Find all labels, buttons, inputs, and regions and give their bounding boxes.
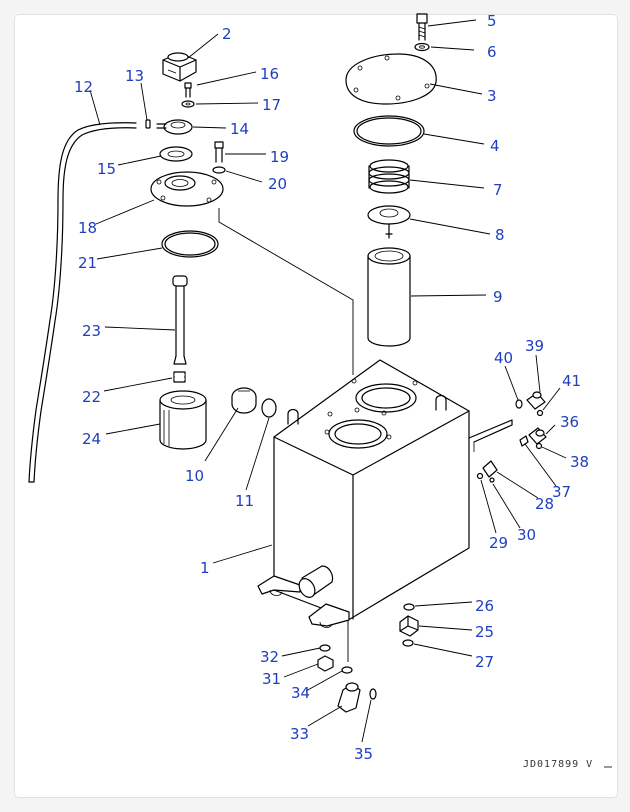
part-1-tank: [257, 359, 513, 628]
callout-18: 18: [78, 219, 97, 237]
callout-36: 36: [560, 413, 579, 431]
part-19-bolt: [214, 141, 224, 163]
part-17-washer: [181, 100, 195, 108]
part-20-washer: [212, 166, 226, 174]
part-41-o-ring: [536, 409, 544, 417]
callout-21: 21: [78, 254, 97, 272]
part-6-washer: [414, 42, 430, 52]
callout-32: 32: [260, 648, 279, 666]
callout-37: 37: [552, 483, 571, 501]
part-15-gasket: [159, 146, 193, 162]
part-37-connector: [519, 435, 529, 447]
callout-11: 11: [235, 492, 254, 510]
callout-41: 41: [562, 372, 581, 390]
part-40-fitting: [515, 399, 523, 409]
callout-20: 20: [268, 175, 287, 193]
callout-17: 17: [262, 96, 281, 114]
callout-40: 40: [494, 349, 513, 367]
part-25-fitting: [399, 615, 419, 637]
part-7-spring: [368, 159, 410, 194]
part-33-elbow: [337, 682, 361, 713]
part-12-hose: [28, 122, 137, 483]
part-35-o-ring: [369, 688, 377, 700]
part-30-o-ring: [489, 477, 495, 483]
callout-7: 7: [493, 181, 503, 199]
callout-38: 38: [570, 453, 589, 471]
part-22-spring: [173, 371, 186, 383]
callout-3: 3: [487, 87, 497, 105]
part-16-bolt: [184, 82, 192, 98]
callout-16: 16: [260, 65, 279, 83]
callout-13: 13: [125, 67, 144, 85]
part-26-o-ring: [403, 603, 415, 611]
callout-29: 29: [489, 534, 508, 552]
callout-1: 1: [200, 559, 210, 577]
part-38-o-ring: [535, 442, 543, 450]
callout-4: 4: [490, 137, 500, 155]
callout-8: 8: [495, 226, 505, 244]
part-9-filter-cylinder: [367, 247, 411, 347]
part-8-valve: [367, 205, 411, 239]
callout-labels: 2 5 6 3 4 7 8 9 12 13 16 17 14 15 19 20 …: [74, 12, 589, 763]
callout-31: 31: [262, 670, 281, 688]
callout-35: 35: [354, 745, 373, 763]
part-21-o-ring: [161, 230, 219, 258]
callout-30: 30: [517, 526, 536, 544]
callout-12: 12: [74, 78, 93, 96]
callout-33: 33: [290, 725, 309, 743]
part-10-plug: [231, 387, 257, 414]
part-31-plug: [317, 655, 334, 672]
part-24-filter-element: [159, 390, 207, 450]
callout-27: 27: [475, 653, 494, 671]
part-29-o-ring: [476, 472, 484, 480]
callout-15: 15: [97, 160, 116, 178]
callout-2: 2: [222, 25, 232, 43]
callout-24: 24: [82, 430, 101, 448]
callout-26: 26: [475, 597, 494, 615]
part-36-elbow: [528, 427, 547, 445]
callout-39: 39: [525, 337, 544, 355]
callout-22: 22: [82, 388, 101, 406]
callout-19: 19: [270, 148, 289, 166]
callout-23: 23: [82, 322, 101, 340]
assembly-line-flange: [218, 208, 354, 375]
callout-28: 28: [535, 495, 554, 513]
part-28-fitting: [482, 460, 498, 478]
part-23-rod: [172, 275, 188, 365]
part-4-o-ring: [353, 115, 425, 147]
callout-9: 9: [493, 288, 503, 306]
part-34-o-ring: [341, 666, 353, 674]
callout-14: 14: [230, 120, 249, 138]
part-27-o-ring: [402, 639, 414, 647]
part-14-breather-body: [156, 119, 193, 135]
callout-6: 6: [487, 43, 497, 61]
part-18-flange: [150, 171, 224, 207]
part-32-o-ring: [319, 644, 331, 652]
part-39-elbow: [526, 391, 546, 410]
drawing-code: JD017899 V: [523, 759, 593, 770]
callout-34: 34: [291, 684, 310, 702]
leader-lines: [89, 19, 567, 743]
part-5-bolt: [416, 13, 428, 41]
callout-5: 5: [487, 12, 497, 30]
callout-10: 10: [185, 467, 204, 485]
callout-25: 25: [475, 623, 494, 641]
part-2-breather-cap: [162, 52, 197, 82]
part-11-o-ring: [261, 398, 277, 418]
part-3-cover-plate: [345, 53, 437, 105]
part-13-clip: [145, 119, 151, 129]
